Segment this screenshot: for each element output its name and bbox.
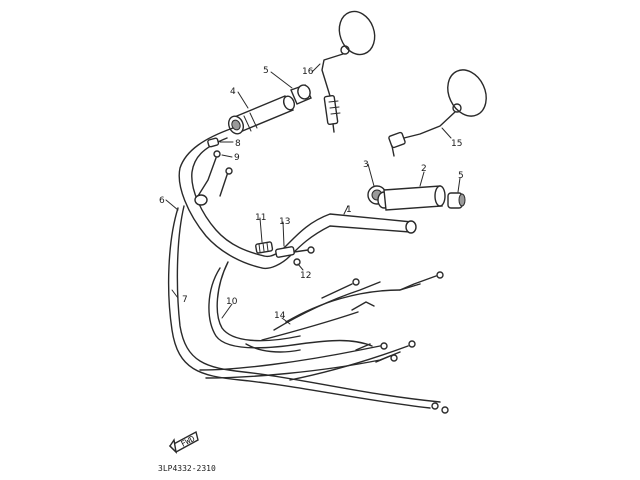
left-bar-end [290,84,312,105]
label-5-left: 5 [263,66,269,76]
drawing-code: 3LP4332-2310 [158,464,216,473]
label-10: 10 [226,297,238,307]
label-3: 3 [363,160,369,170]
right-mirror [388,69,487,157]
label-16: 16 [302,67,314,77]
left-grip [227,95,296,135]
part-labels: 5 16 4 8 9 6 7 10 11 13 12 14 1 2 3 5 15 [159,66,464,321]
switch-parts [194,137,233,206]
label-1: 1 [346,205,352,215]
label-14: 14 [274,311,286,321]
label-6: 6 [159,196,165,206]
cables [167,205,449,414]
throttle-parts [255,241,315,266]
label-5-right: 5 [458,171,464,181]
label-8: 8 [235,139,241,149]
left-mirror [321,10,376,133]
right-grip-assembly [367,185,466,211]
label-4: 4 [230,87,236,97]
label-2: 2 [421,164,427,174]
leader-lines [165,63,461,325]
label-7: 7 [182,295,188,305]
label-11: 11 [255,213,266,223]
label-13: 13 [279,217,290,227]
label-12: 12 [300,271,311,281]
label-9: 9 [234,153,240,163]
forward-arrow: FWD [168,430,199,455]
label-15: 15 [451,139,462,149]
